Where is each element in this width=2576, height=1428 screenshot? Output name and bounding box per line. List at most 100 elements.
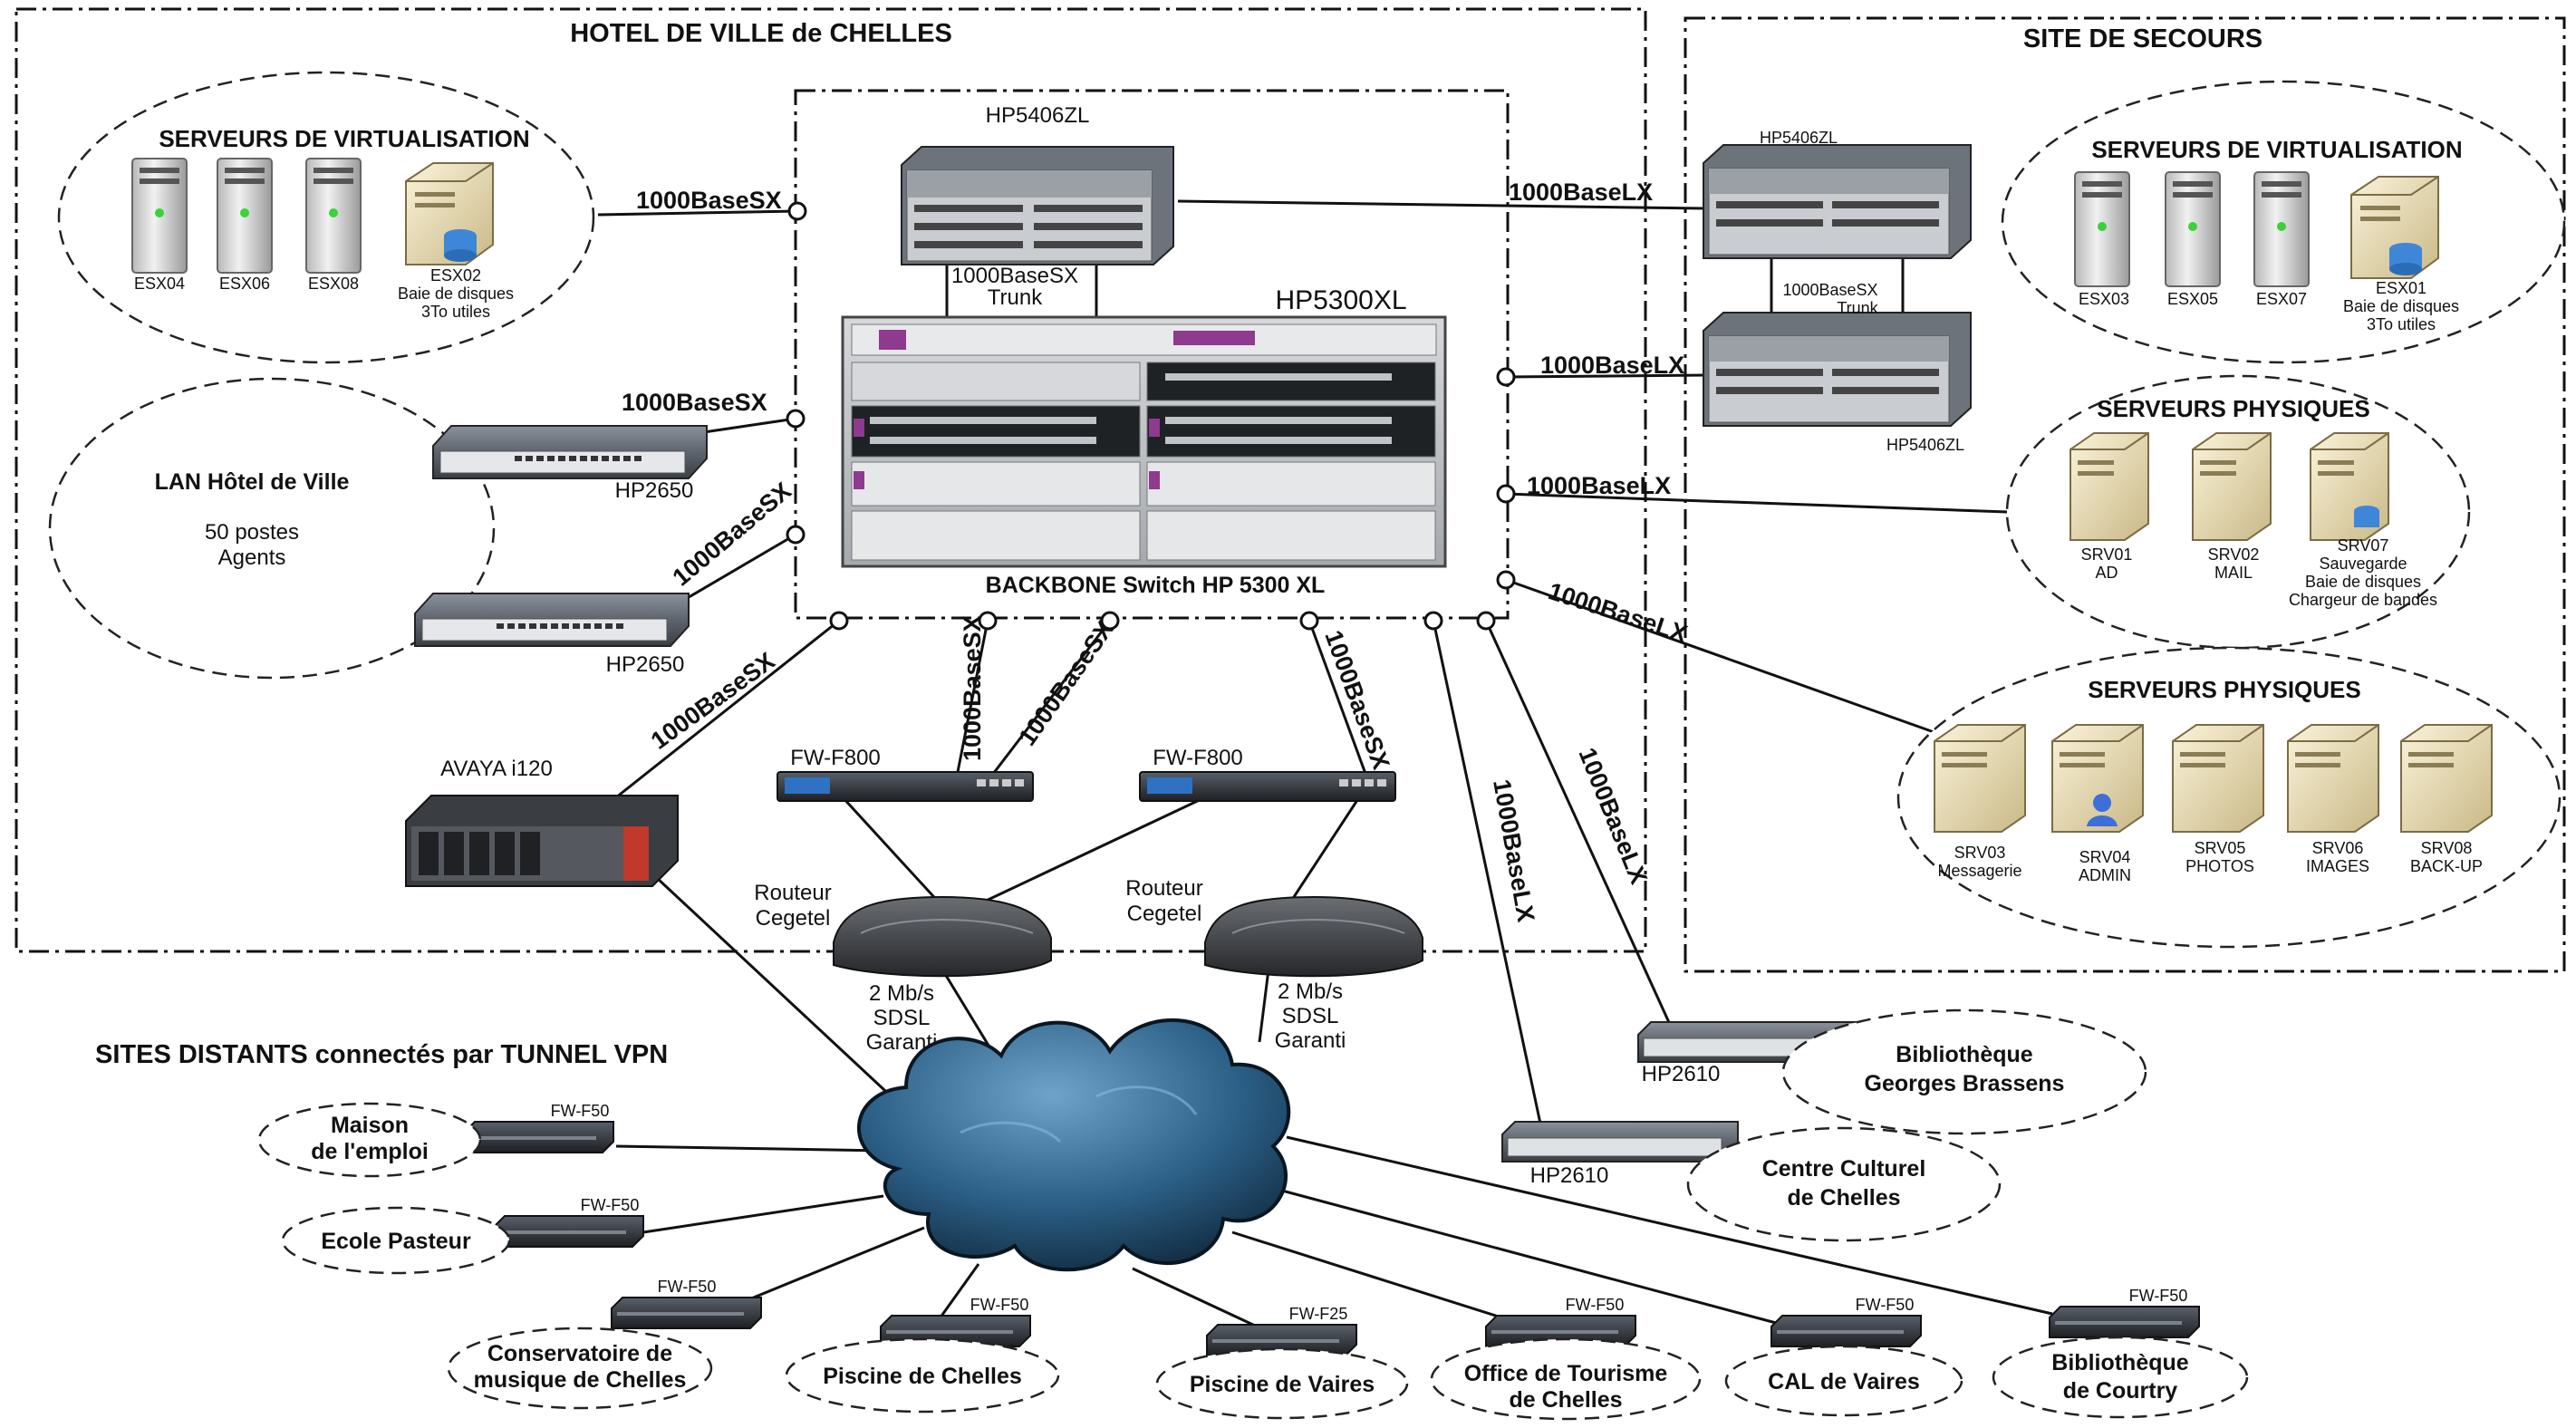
link-fw2 xyxy=(986,620,1112,782)
bib-name2: Georges Brassens xyxy=(1865,1071,2065,1096)
connection-lines xyxy=(597,199,2053,1334)
srv04-label: SRV04 xyxy=(2079,848,2131,866)
esx01-line2: Baie de disques xyxy=(2343,297,2459,315)
link-fw1 xyxy=(954,620,989,782)
hp2610-bib-label: HP2610 xyxy=(1642,1062,1721,1086)
storage-esx01-icon xyxy=(2350,176,2439,279)
sdsl-right-2: SDSL xyxy=(1282,1004,1339,1028)
hp5406zl-top-icon xyxy=(1703,144,1972,259)
port-3 xyxy=(786,525,806,545)
hp5406zl-bottom-icon xyxy=(1703,312,1972,427)
phys1-title: SERVEURS PHYSIQUES xyxy=(2097,395,2370,422)
fw-office-icon xyxy=(1485,1315,1636,1347)
bib-ellipse xyxy=(1781,1008,2147,1135)
hotel-virt-title: SERVEURS DE VIRTUALISATION xyxy=(159,125,529,152)
esx01-label: ESX01 xyxy=(2376,279,2426,297)
link-label-secours2: 1000BaseLX xyxy=(1540,352,1684,379)
port-7 xyxy=(1299,611,1319,631)
piscine-v-ellipse xyxy=(1155,1347,1409,1420)
link-label-secours1: 1000BaseLX xyxy=(1509,178,1653,206)
router2-cloud xyxy=(1258,969,1270,1043)
office-ellipse xyxy=(1430,1337,1702,1421)
phys1-servers xyxy=(2069,432,2389,541)
hp2650-a-icon xyxy=(432,425,708,479)
fw-maison-icon xyxy=(463,1121,614,1153)
cal-ellipse xyxy=(1724,1345,1963,1417)
fw-f800-right-icon xyxy=(1139,771,1396,802)
fw-f800-right-label: FW-F800 xyxy=(1153,746,1243,770)
secours-zone-frame xyxy=(1684,16,2566,973)
link-label-fw2: 1000BaseSX xyxy=(1013,616,1119,751)
link-label-phys1: 1000BaseLX xyxy=(1527,472,1671,499)
port-11 xyxy=(1496,484,1516,504)
link-phys2 xyxy=(1505,578,1940,736)
centre-name2: de Chelles xyxy=(1787,1185,1900,1211)
maison-name1: Maison xyxy=(331,1113,409,1138)
backbone-label: BACKBONE Switch HP 5300 XL xyxy=(986,573,1326,598)
srv01-label: SRV01 xyxy=(2081,545,2133,564)
fw-ecole-icon xyxy=(493,1215,644,1248)
piscine-v-name: Piscine de Vaires xyxy=(1190,1372,1375,1397)
fw-conserv-label: FW-F50 xyxy=(658,1278,717,1296)
srv05-label: SRV05 xyxy=(2195,839,2246,857)
srv04-role: ADMIN xyxy=(2079,866,2131,884)
hp5300xl-label: HP5300XL xyxy=(1275,285,1406,315)
server-esx06-icon xyxy=(217,158,273,274)
port-10 xyxy=(1496,367,1516,387)
link-label-centre: 1000BaseLX xyxy=(1488,777,1539,924)
core-trunk-label1: 1000BaseSX xyxy=(951,264,1078,288)
cloud-office xyxy=(1231,1230,1505,1320)
backbone-frame xyxy=(794,89,1510,620)
hotel-zone-frame xyxy=(14,7,1647,953)
avaya-label: AVAYA i120 xyxy=(440,757,553,781)
internet-cloud-icon xyxy=(856,1018,1291,1272)
office-name2: de Chelles xyxy=(1509,1387,1622,1413)
fw-office-label: FW-F50 xyxy=(1566,1296,1625,1314)
router-right-icon xyxy=(1204,895,1423,978)
server-esx03-icon xyxy=(2074,171,2130,287)
secours-switch-bottom-label: HP5406ZL xyxy=(1886,436,1964,454)
fw-cal-label: FW-F50 xyxy=(1856,1296,1915,1314)
ecole-name: Ecole Pasteur xyxy=(321,1229,471,1254)
storage-esx02-icon xyxy=(405,162,494,265)
port-4 xyxy=(829,611,849,631)
server-esx05-icon xyxy=(2165,171,2221,287)
avaya-cloud xyxy=(642,864,912,1116)
server-srv07-icon xyxy=(2310,432,2389,541)
srv03-role: Messagerie xyxy=(1937,862,2021,880)
fw-courtry-label: FW-F50 xyxy=(2129,1287,2188,1305)
esx06-label: ESX06 xyxy=(219,275,270,293)
server-srv01-icon xyxy=(2069,432,2149,541)
hp2610-centre-icon xyxy=(1501,1121,1739,1163)
router-left-label1: Routeur xyxy=(754,881,831,905)
lan-line2: Agents xyxy=(218,545,286,570)
srv03-label: SRV03 xyxy=(1954,844,2006,862)
fw2-router1 xyxy=(964,796,1206,912)
piscine-c-ellipse xyxy=(785,1337,1060,1414)
fw-conserv-icon xyxy=(611,1297,762,1329)
esx08-label: ESX08 xyxy=(308,275,359,293)
maison-name2: de l'emploi xyxy=(311,1139,429,1164)
port-6 xyxy=(1100,611,1120,631)
conserv-name2: musique de Chelles xyxy=(474,1367,687,1393)
centre-name1: Centre Culturel xyxy=(1762,1156,1926,1182)
cloud-piscine-v xyxy=(1132,1267,1269,1334)
office-name1: Office de Tourisme xyxy=(1464,1361,1668,1386)
server-esx07-icon xyxy=(2253,171,2310,287)
phys2-servers xyxy=(1934,724,2493,833)
centre-ellipse xyxy=(1686,1126,2002,1242)
link-avaya xyxy=(615,619,840,799)
maison-ellipse xyxy=(257,1102,482,1178)
hp5300xl-chassis-icon xyxy=(841,315,1447,568)
secours-trunk-label1: 1000BaseSX xyxy=(1782,281,1877,299)
router-right-label1: Routeur xyxy=(1125,876,1202,901)
phys2-title: SERVEURS PHYSIQUES xyxy=(2088,676,2361,703)
hp5406zl-core-label: HP5406ZL xyxy=(986,103,1090,128)
server-esx04-icon xyxy=(131,158,188,274)
server-esx08-icon xyxy=(305,158,362,274)
server-srv02-icon xyxy=(2192,432,2272,541)
srv06-label: SRV06 xyxy=(2312,839,2364,857)
srv07-line3: Baie de disques xyxy=(2305,573,2421,591)
srv02-role: MAIL xyxy=(2214,564,2253,582)
